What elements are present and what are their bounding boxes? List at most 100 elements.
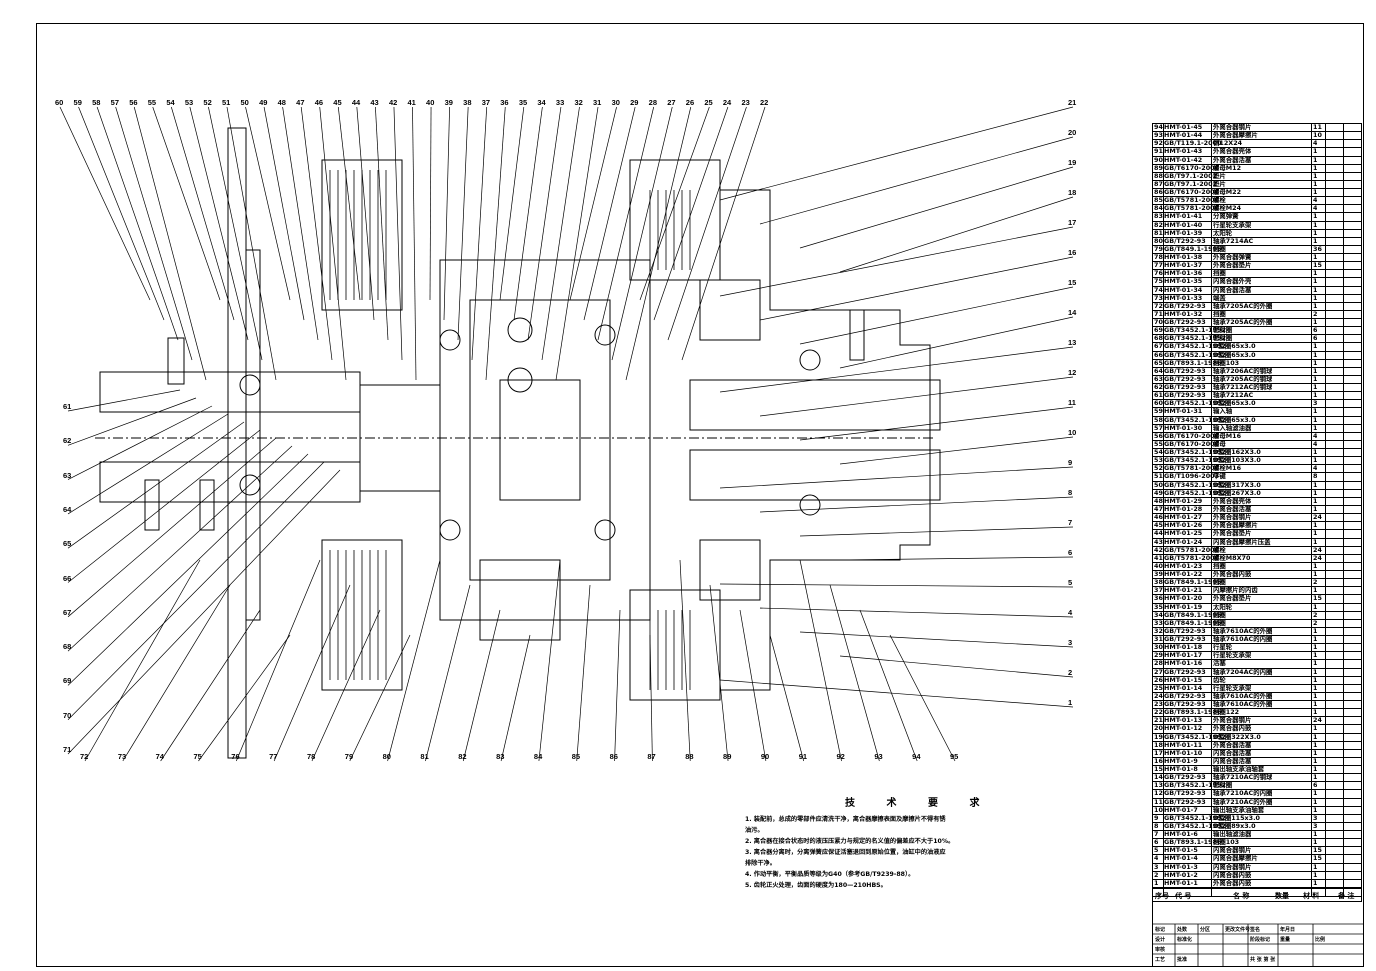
bom-cell: O型圈162X3.0	[1213, 449, 1261, 457]
bom-cell: 26	[1154, 676, 1163, 684]
bom-cell: 1	[1313, 392, 1318, 400]
bom-cell: 活塞	[1213, 660, 1226, 668]
bom-cell: 9	[1154, 814, 1159, 822]
bom-cell: 内离合器外壳	[1213, 278, 1252, 286]
bom-cell: 挡圈103	[1213, 839, 1240, 847]
bom-cell: HMT-01-35	[1164, 278, 1203, 286]
part-callout: 72	[80, 752, 89, 761]
bom-cell: 56	[1154, 432, 1163, 440]
bom-cell: 44	[1154, 530, 1163, 538]
bom-cell: 1	[1313, 294, 1318, 302]
bom-cell: 63	[1154, 375, 1163, 383]
bom-cell: 4	[1154, 855, 1159, 863]
leader-line	[115, 106, 193, 361]
leader-line	[189, 106, 249, 341]
bom-cell: 78	[1154, 254, 1163, 262]
leader-line	[235, 559, 321, 762]
bom-cell: 挡圈	[1213, 270, 1226, 278]
bom-cell: 92	[1154, 140, 1163, 148]
title-block-cell: 审核	[1155, 947, 1166, 953]
bom-cell: 61	[1154, 392, 1163, 400]
title-block-cell: 处数	[1177, 927, 1188, 933]
part-callout: 37	[481, 98, 491, 107]
bom-cell: 64	[1154, 367, 1163, 375]
part-callout: 9	[1068, 458, 1073, 467]
part-callout: 63	[63, 470, 72, 480]
part-callout: 60	[55, 98, 64, 107]
bom-header-qty: 数量	[1275, 892, 1289, 900]
bom-cell: 81	[1154, 229, 1163, 237]
bom-cell: HMT-01-13	[1164, 717, 1203, 725]
leader-line	[538, 559, 561, 762]
bom-cell: 67	[1154, 343, 1163, 351]
leader-line	[471, 106, 488, 361]
bom-cell: 37	[1154, 587, 1163, 595]
bom-cell: 1	[1313, 684, 1318, 692]
bom-cell: 外离合器活塞	[1213, 156, 1252, 164]
bom-cell: 6	[1154, 839, 1159, 847]
bom-cell: 71	[1154, 310, 1163, 318]
bom-cell: 40	[1154, 562, 1163, 570]
bom-cell: 20	[1154, 725, 1163, 733]
leader-line	[719, 466, 1074, 489]
leader-line	[226, 106, 277, 381]
bom-cell: 4	[1313, 432, 1318, 440]
bom-cell: 83	[1154, 213, 1163, 221]
bom-cell: 1	[1313, 359, 1318, 367]
bom-cell: GB/T3452.1-1992	[1164, 335, 1226, 343]
part-callout: 73	[117, 752, 127, 761]
tech-line: 4. 作动平衡，平衡品质等级为G40（参考GB/T9239-88）。	[745, 871, 915, 878]
bom-cell: 齿轮	[1213, 676, 1226, 684]
bom-cell: 3	[1154, 863, 1159, 871]
part-callout: 50	[240, 98, 249, 107]
bom-cell: 内离合器活塞	[1213, 749, 1252, 757]
bom-cell: GB/T1096-2003	[1164, 473, 1220, 481]
leader-line	[625, 106, 692, 381]
bom-cell: 密封圈	[1213, 327, 1233, 335]
bom-header-note: 备 注	[1338, 892, 1355, 900]
part-callout: 85	[571, 752, 581, 761]
part-callout: 27	[667, 98, 676, 107]
bom-cell: 输出轴支承油轴套	[1213, 806, 1265, 814]
leader-line	[500, 634, 531, 762]
leader-line	[67, 397, 197, 446]
part-callout: 45	[333, 98, 342, 107]
bom-cell: 76	[1154, 270, 1163, 278]
bom-cell: 35	[1154, 603, 1163, 611]
leader-line	[759, 607, 1074, 618]
bom-cell: 1	[1313, 676, 1318, 684]
tech-line: 5. 齿轮正火处理，齿面的硬度为180—210HBS。	[745, 882, 887, 889]
bom-cell: HMT-01-17	[1164, 652, 1203, 660]
leader-line	[263, 106, 305, 321]
bom-cell: HMT-01-23	[1164, 562, 1203, 570]
leader-line	[839, 196, 1074, 273]
bom-cell: 1	[1313, 343, 1318, 351]
bom-cell: 11	[1313, 124, 1322, 131]
bom-cell: GB/T3452.1-1992	[1164, 449, 1226, 457]
bom-cell: 1	[1313, 831, 1318, 839]
bom-cell: 91	[1154, 148, 1163, 156]
bom-column-divider	[1325, 124, 1326, 896]
bom-cell: 轴承7214AC	[1213, 237, 1254, 245]
bom-cell: GB/T5781-2000	[1164, 197, 1220, 205]
leader-line	[67, 389, 181, 412]
bom-cell: 24	[1154, 692, 1163, 700]
bom-cell: GB/T292-93	[1164, 798, 1206, 806]
bom-cell: 挡圈122	[1213, 709, 1240, 717]
bom-cell: 平键	[1213, 473, 1226, 481]
leader-line	[799, 559, 842, 762]
part-callout: 58	[92, 98, 101, 107]
title-block-cell: 标准化	[1177, 937, 1193, 943]
